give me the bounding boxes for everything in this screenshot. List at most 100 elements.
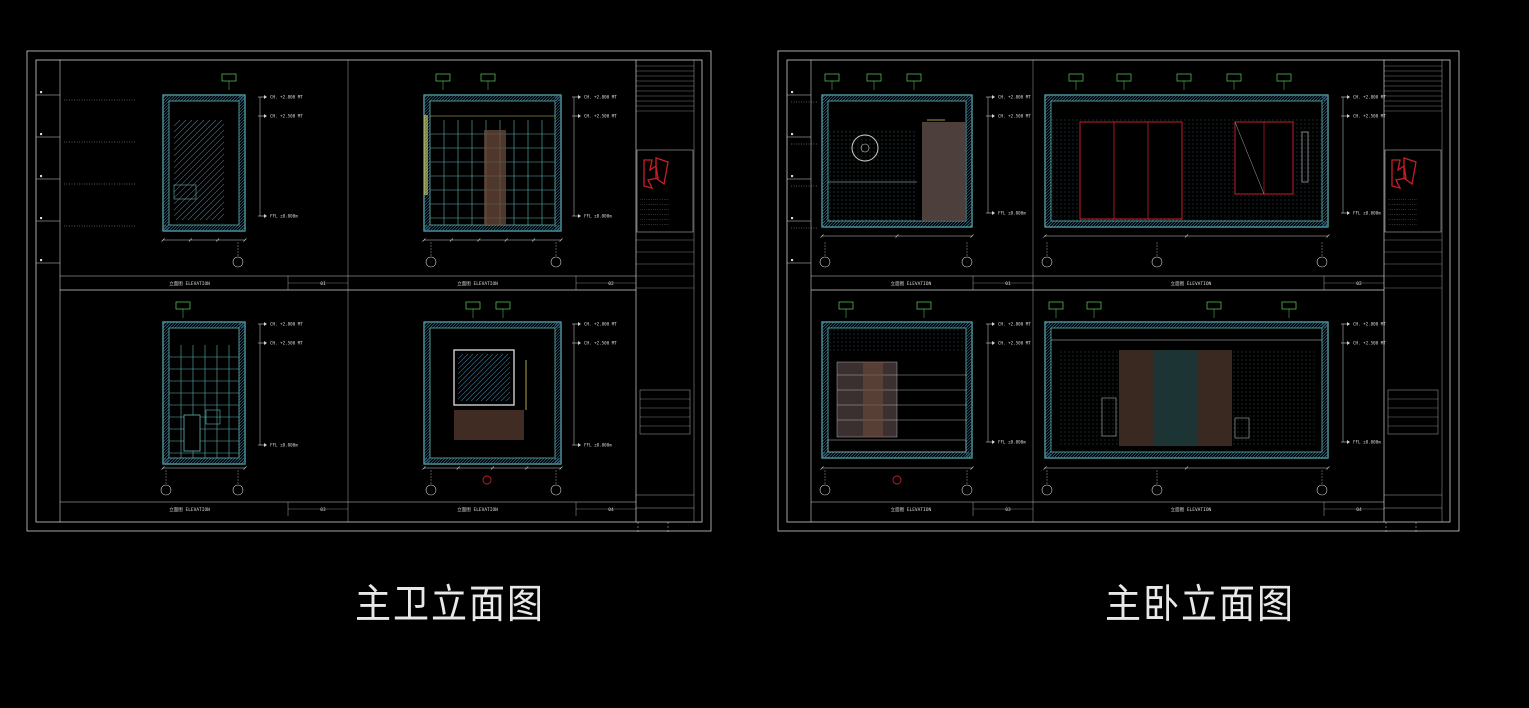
bath-v1-levels-arrow-1 xyxy=(264,114,267,118)
bath-v1-dims-tick-0 xyxy=(161,238,165,242)
bath-v4-levels-label-2: FFL ±0.000m xyxy=(584,443,612,448)
bath-v2-levels-label-1: CH. +2.500 MT xyxy=(584,114,617,119)
bed-v2-tag-2 xyxy=(1116,73,1132,82)
logo-red-mark xyxy=(1391,157,1417,189)
bed-v3-levels-arrow-1 xyxy=(992,341,995,345)
bath-v2-dims-tick-5 xyxy=(559,238,563,242)
title-block-logo-box xyxy=(1384,149,1442,233)
title-block-note-4: ·········· ····· xyxy=(1388,217,1417,221)
bed-v4-levels-arrow-1 xyxy=(1347,341,1350,345)
bed-v3-levels-label-1: CH. +2.500 MT xyxy=(998,341,1031,346)
view-title-1: 立面图 ELEVATION xyxy=(1171,280,1212,287)
bath-v1-levels-arrow-0 xyxy=(264,95,267,99)
bed-v4-tag-4 xyxy=(1281,301,1297,310)
bed-v4-wood-panel-2 xyxy=(1197,350,1232,446)
bed-v1-levels-label-1: CH. +2.500 MT xyxy=(998,114,1031,119)
bath-v3-levels-arrow-2 xyxy=(264,443,267,447)
bed-v2-dims-tick-0 xyxy=(1043,234,1047,238)
bath-v2-wood-panel xyxy=(484,130,506,225)
bed-v3-levels-label-0: CH. +2.800 MT xyxy=(998,322,1031,327)
bed-v3-dims-tick-1 xyxy=(970,466,974,470)
bath-v4-grid-bubble-2 xyxy=(550,484,562,496)
bath-v2-tag-1 xyxy=(435,73,451,82)
title-block-note-1: ·········· ····· xyxy=(1388,202,1417,206)
bath-v1-levels-label-1: CH. +2.500 MT xyxy=(270,114,303,119)
left-strip-mark-2: ■ xyxy=(40,174,43,178)
bed-v1-tag-1 xyxy=(824,73,840,82)
view-number-0: 01 xyxy=(320,281,326,287)
bed-v4-dims-tick-1 xyxy=(1184,466,1189,470)
bed-v4-grid-bubble-3 xyxy=(1316,484,1328,496)
view-title-3: 立面图 ELEVATION xyxy=(457,506,498,513)
bath-v4-tag-1 xyxy=(465,301,481,310)
bed-v3-red-marker xyxy=(892,475,902,485)
bath-v4-dims-tick-3 xyxy=(525,466,529,470)
view-title-0: 立面图 ELEVATION xyxy=(169,280,210,287)
view-number-3: 04 xyxy=(1356,507,1362,513)
title-block-note-5: ·········· ····· xyxy=(640,222,669,226)
bed-v4-dims-tick-0 xyxy=(1043,466,1047,470)
bath-v2-levels-arrow-2 xyxy=(578,214,581,218)
bath-v3-room-right-wall-hatch xyxy=(239,322,245,464)
bath-v1-vanity xyxy=(173,184,197,200)
bed-v2-wardrobe-frame xyxy=(1079,121,1183,220)
bed-v2-window-swing xyxy=(1234,121,1265,195)
left-strip-mark-2: ■ xyxy=(791,174,794,178)
bath-v2-levels-arrow-0 xyxy=(578,95,581,99)
sheet-outer-border xyxy=(777,50,1460,532)
caption-master-bathroom-elevation: 主卫立面图 xyxy=(355,582,546,628)
bath-v2-dims-tick-1 xyxy=(449,238,454,242)
bath-v3-levels-label-0: CH. +2.800 MT xyxy=(270,322,303,327)
bed-v4-dot-right xyxy=(1233,351,1315,445)
bath-v1-room-left-wall-hatch xyxy=(163,95,169,231)
bath-v1-levels-label-0: CH. +2.800 MT xyxy=(270,95,303,100)
bed-v2-levels-arrow-0 xyxy=(1347,95,1350,99)
bath-v2-room-ceiling-hatch xyxy=(424,95,561,101)
bed-v1-dot-pattern xyxy=(829,131,915,221)
bed-v4-headboard xyxy=(1154,350,1197,446)
bed-v2-levels-arrow-2 xyxy=(1347,211,1350,215)
bath-v4-dims-tick-2 xyxy=(490,466,495,470)
bed-v2-room-right-wall-hatch xyxy=(1322,95,1328,227)
title-block-note-3: ·········· ····· xyxy=(1388,212,1417,216)
logo-red-mark xyxy=(643,157,669,189)
bath-v3-dims-tick-1 xyxy=(243,466,247,470)
sheet-inner-border xyxy=(786,59,1451,523)
bath-v2-room-floor-hatch xyxy=(424,225,561,231)
bed-v2-side-panel xyxy=(1301,131,1309,183)
bed-v4-dot-left xyxy=(1060,351,1118,445)
bath-v4-room-ceiling-hatch xyxy=(424,322,561,328)
bath-v1-levels-arrow-2 xyxy=(264,214,267,218)
sheet-inner-border xyxy=(35,59,703,523)
bed-v1-room-ceiling-hatch xyxy=(822,95,972,101)
bath-v4-dims-tick-1 xyxy=(456,466,460,470)
title-block-note-1: ·········· ····· xyxy=(640,202,669,206)
caption-master-bedroom-elevation: 主卧立面图 xyxy=(1105,582,1296,628)
bed-v1-grid-bubble-2 xyxy=(961,256,973,268)
view-title-0: 立面图 ELEVATION xyxy=(891,280,932,287)
bed-v2-grid-bubble-3 xyxy=(1316,256,1328,268)
left-strip-mark-4: ■ xyxy=(791,258,794,262)
bed-v3-dot-band xyxy=(829,329,963,351)
left-strip-mark-4: ■ xyxy=(40,258,43,262)
bath-v4-levels-arrow-0 xyxy=(578,322,581,326)
bed-v1-levels-arrow-2 xyxy=(992,211,995,215)
bath-v4-vanity-counter xyxy=(454,410,524,440)
bath-v4-room-outer xyxy=(423,321,562,465)
bath-v3-dims-tick-0 xyxy=(161,466,165,470)
title-block-note-5: ·········· ····· xyxy=(1388,222,1417,226)
left-strip-mark-1: ■ xyxy=(40,132,43,136)
bath-v3-grid-bubble-2 xyxy=(232,484,244,496)
bath-v4-levels-arrow-1 xyxy=(578,341,581,345)
bath-v1-room-right-wall-hatch xyxy=(239,95,245,231)
bath-v3-room-floor-hatch xyxy=(163,458,245,464)
left-strip-mark-1: ■ xyxy=(791,132,794,136)
cad-sheet-left: ■■■■■·········· ··············· ········… xyxy=(26,50,712,532)
bed-v1-levels-arrow-0 xyxy=(992,95,995,99)
bath-v1-dims-tick-1 xyxy=(188,238,193,242)
title-block-note-2: ·········· ····· xyxy=(1388,207,1417,211)
bath-v3-cabinet xyxy=(205,409,221,425)
bath-v4-room-inner xyxy=(429,327,556,459)
bath-v4-mirror-frame xyxy=(453,349,515,406)
view-title-3: 立面图 ELEVATION xyxy=(1171,506,1212,513)
